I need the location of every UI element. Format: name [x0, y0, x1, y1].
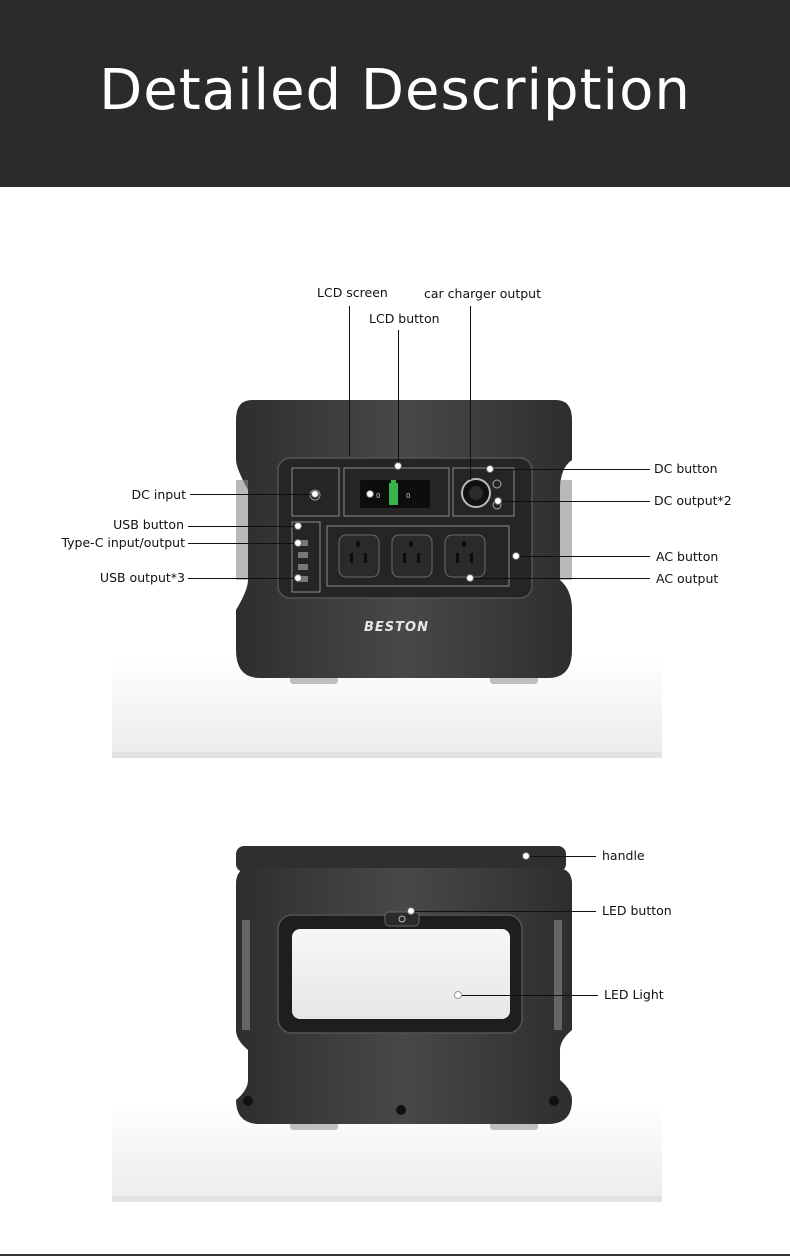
marker-lcd-button	[394, 462, 402, 470]
marker-lcd-screen	[366, 490, 374, 498]
label-car-charger-output: car charger output	[424, 286, 541, 301]
label-lcd-screen: LCD screen	[317, 285, 388, 300]
marker-dc-output	[494, 497, 502, 505]
leader-line-lcd-button	[398, 330, 399, 466]
label-dc-input: DC input	[131, 487, 186, 502]
leader-line-type-c	[188, 543, 298, 544]
marker-usb-output	[294, 574, 302, 582]
label-led-button: LED button	[602, 903, 672, 918]
leader-line-ac-button	[516, 556, 650, 557]
leader-line-usb-output	[188, 578, 298, 579]
label-handle: handle	[602, 848, 645, 863]
leader-line-dc-button	[490, 469, 650, 470]
leader-line-led-button	[411, 911, 596, 912]
marker-ac-output	[466, 574, 474, 582]
leader-line-led-light	[458, 995, 598, 996]
brand-logo: BESTON	[364, 620, 429, 635]
marker-handle	[522, 852, 530, 860]
svg-text:0: 0	[406, 492, 410, 500]
label-ac-output: AC output	[656, 571, 719, 586]
leader-line-handle	[526, 856, 596, 857]
label-type-c: Type-C input/output	[61, 535, 185, 550]
label-ac-button: AC button	[656, 549, 719, 564]
svg-text:0: 0	[376, 492, 380, 500]
marker-dc-input	[311, 490, 319, 498]
marker-usb-button	[294, 522, 302, 530]
marker-led-button	[407, 907, 415, 915]
power-station-front: 0 0	[236, 400, 572, 684]
leader-line-car-charger	[470, 306, 471, 480]
leader-line-dc-output	[498, 501, 650, 502]
label-dc-output: DC output*2	[654, 493, 732, 508]
marker-led-light	[454, 991, 462, 999]
marker-ac-button	[512, 552, 520, 560]
footer-divider	[0, 1254, 790, 1256]
marker-type-c	[294, 539, 302, 547]
label-led-light: LED Light	[604, 987, 664, 1002]
label-dc-button: DC button	[654, 461, 718, 476]
power-station-top	[236, 846, 572, 1130]
leader-line-lcd-screen	[349, 306, 350, 456]
marker-dc-button	[486, 465, 494, 473]
leader-line-ac-output	[470, 578, 650, 579]
page-title: Detailed Description	[99, 58, 691, 123]
label-lcd-button: LCD button	[369, 311, 440, 326]
label-usb-button: USB button	[113, 517, 184, 532]
label-usb-output: USB output*3	[99, 570, 185, 585]
leader-line-usb-button	[188, 526, 296, 527]
header-banner: Detailed Description	[0, 0, 790, 187]
leader-line-dc-input	[190, 494, 315, 495]
